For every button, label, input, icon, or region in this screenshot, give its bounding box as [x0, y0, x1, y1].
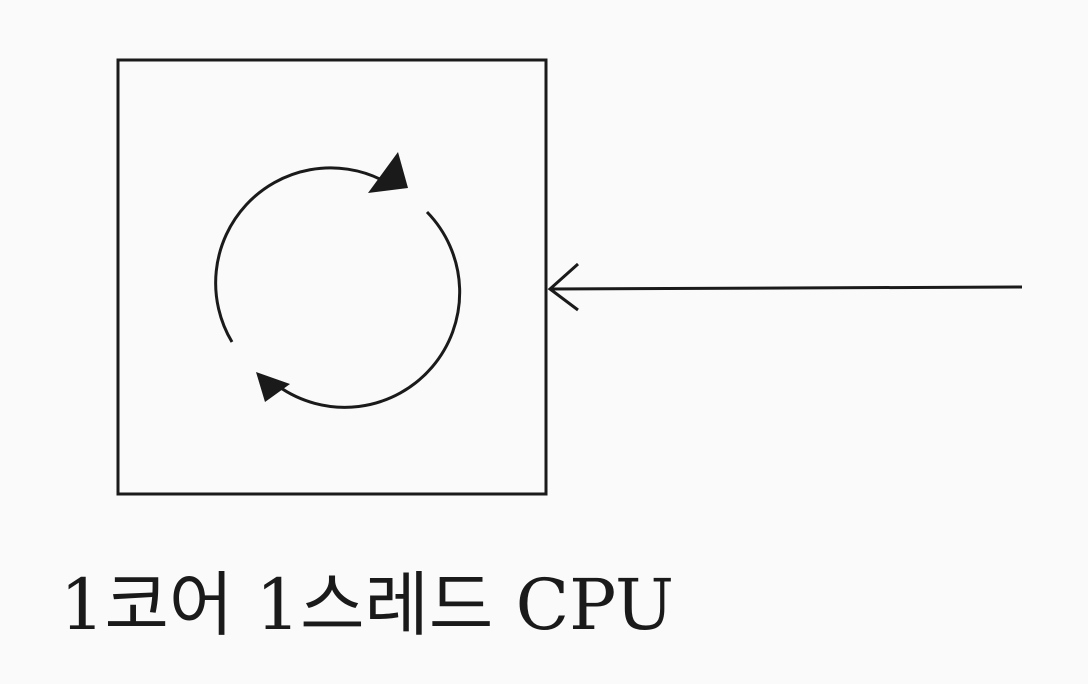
cycle-arc-lower: [277, 210, 462, 409]
cpu-caption: 1코어 1스레드 CPU: [60, 564, 674, 646]
cpu-core-box: [116, 58, 548, 496]
cycle-arrowhead-lower: [256, 372, 290, 402]
cycle-arrows-icon: [214, 152, 462, 409]
incoming-arrow-icon: [547, 262, 1023, 312]
cycle-arc-upper: [214, 166, 383, 343]
incoming-arrow-head: [547, 262, 579, 312]
incoming-arrow-shaft: [549, 285, 1023, 291]
cycle-arrowhead-upper: [368, 152, 408, 193]
